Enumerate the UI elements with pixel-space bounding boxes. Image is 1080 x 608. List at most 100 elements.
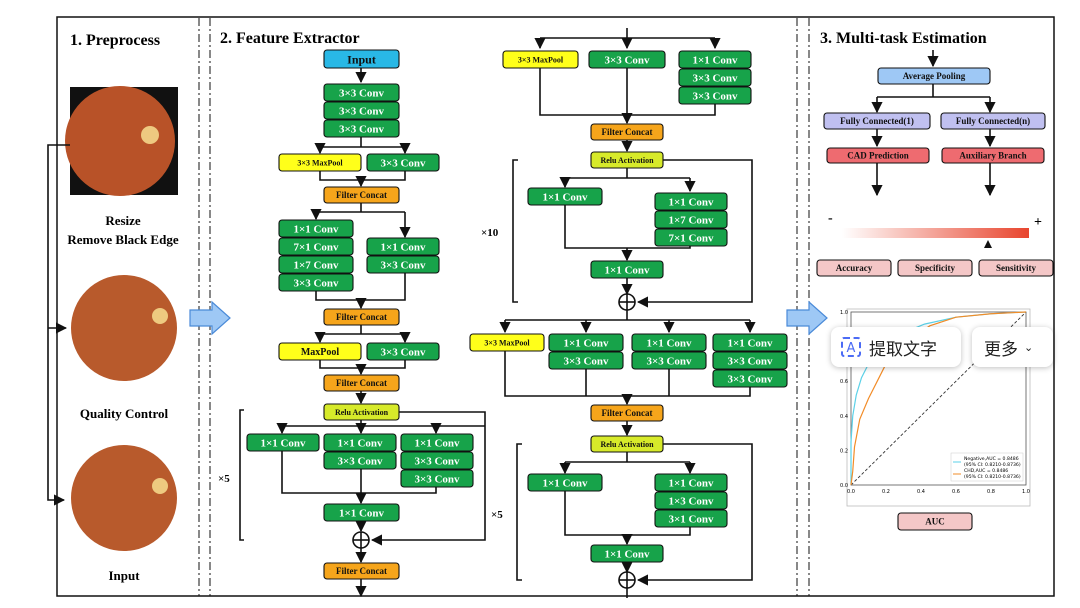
m-conv11-out-label: 1×1 Conv xyxy=(604,264,650,276)
text-extract-popup: A 提取文字 更多 ⌄ xyxy=(831,327,1053,367)
stem-conv-1 xyxy=(323,83,400,102)
c-conv11-label: 1×1 Conv xyxy=(692,54,738,66)
b1-conv33-label: 3×3 Conv xyxy=(293,277,339,289)
d-maxpool-label: 3×3 MaxPool xyxy=(484,338,530,347)
roc-ytick: 0.4 xyxy=(840,414,848,420)
d-maxpool xyxy=(469,333,545,352)
avg-pooling xyxy=(877,67,991,85)
auc-box-label: AUC xyxy=(925,517,945,527)
m-conv17 xyxy=(654,210,728,229)
m-conv71 xyxy=(654,228,728,247)
roc-ytick: 1.0 xyxy=(840,310,848,316)
metric-sensitivity xyxy=(978,259,1054,277)
section-title-multitask: 3. Multi-task Estimation xyxy=(820,30,987,47)
e-conv13-label: 1×3 Conv xyxy=(668,495,714,507)
metric-accuracy-label: Accuracy xyxy=(836,263,873,273)
chevron-down-icon: ⌄ xyxy=(1024,340,1034,354)
b1-conv17 xyxy=(278,255,354,274)
auxiliary-branch-label: Auxiliary Branch xyxy=(959,151,1026,161)
preprocess-step-input: Input xyxy=(108,568,140,583)
fcn-label: Fully Connected(n) xyxy=(956,116,1030,126)
e-conv13 xyxy=(654,491,728,510)
r3-conv11-label: 1×1 Conv xyxy=(414,437,460,449)
stem-conv-3-label: 3×3 Conv xyxy=(339,123,385,135)
metric-specificity xyxy=(897,259,973,277)
repeat-x10-label: ×10 xyxy=(481,227,499,239)
maxpool-2-label: MaxPool xyxy=(301,347,340,358)
stem-conv-1-label: 3×3 Conv xyxy=(339,87,385,99)
text-scan-icon: A xyxy=(841,337,861,357)
more-label: 更多 xyxy=(984,339,1018,360)
roc-xtick: 0.8 xyxy=(987,489,995,495)
feature-extractor-group: Input 3×3 Conv 3×3 Conv 3×3 Conv 3×3 MaxPool… xyxy=(218,28,788,598)
c-conv33b-label: 3×3 Conv xyxy=(692,72,738,84)
relu-1-label: Relu Activation xyxy=(335,408,389,417)
score-gradient-bar xyxy=(842,228,1029,238)
r3-conv33a xyxy=(400,451,474,470)
r1-conv11-label: 1×1 Conv xyxy=(260,437,306,449)
stem-maxpool-label: 3×3 MaxPool xyxy=(297,158,343,167)
preprocess-step-remove-edge: Remove Black Edge xyxy=(67,232,178,247)
b2-conv33-label: 3×3 Conv xyxy=(380,259,426,271)
conv33-2-label: 3×3 Conv xyxy=(380,346,426,358)
roc-legend-entry: Negative,AUC = 0.8486 xyxy=(964,456,1019,462)
flow-arrow-2 xyxy=(786,300,828,336)
input-box-label: Input xyxy=(347,52,376,66)
stem-conv-2 xyxy=(323,101,400,120)
d2-conv11 xyxy=(631,333,707,352)
fcn xyxy=(940,112,1046,130)
section-title-feature-extractor: 2. Feature Extractor xyxy=(220,30,360,47)
r2-conv33-label: 3×3 Conv xyxy=(337,455,383,467)
stem-conv-4-label: 3×3 Conv xyxy=(380,157,426,169)
e-conv11-label: 1×1 Conv xyxy=(542,477,588,489)
d3-conv33a-label: 3×3 Conv xyxy=(727,355,773,367)
concat-5-label: Filter Concat xyxy=(601,127,652,137)
d2-conv11-label: 1×1 Conv xyxy=(646,337,692,349)
c-conv11 xyxy=(678,50,752,69)
b2-conv11 xyxy=(366,237,440,256)
r2-conv33 xyxy=(323,451,397,470)
r3-conv11 xyxy=(400,433,474,452)
more-button[interactable]: 更多 ⌄ xyxy=(972,327,1053,367)
r2-conv11 xyxy=(323,433,397,452)
auc-box xyxy=(897,512,973,531)
metric-specificity-label: Specificity xyxy=(915,263,955,273)
roc-xtick: 0.2 xyxy=(882,489,890,495)
roc-xtick: 0.6 xyxy=(952,489,960,495)
m-conv11b-label: 1×1 Conv xyxy=(668,196,714,208)
concat-4-label: Filter Concat xyxy=(336,566,387,576)
metric-accuracy xyxy=(816,259,892,277)
roc-xtick: 1.0 xyxy=(1022,489,1030,495)
auxiliary-branch xyxy=(941,147,1045,164)
d2-conv33-label: 3×3 Conv xyxy=(646,355,692,367)
m-conv11-label: 1×1 Conv xyxy=(542,191,588,203)
cad-prediction xyxy=(826,147,930,164)
b1-conv71 xyxy=(278,237,354,256)
stem-conv-2-label: 3×3 Conv xyxy=(339,105,385,117)
r3-conv33b xyxy=(400,469,474,488)
m-conv17-label: 1×7 Conv xyxy=(668,214,714,226)
c-maxpool-label: 3×3 MaxPool xyxy=(518,55,564,64)
relu-3-label: Relu Activation xyxy=(600,440,654,449)
m-conv71-label: 7×1 Conv xyxy=(668,232,714,244)
relu-2-label: Relu Activation xyxy=(600,156,654,165)
c-conv33c-label: 3×3 Conv xyxy=(692,90,738,102)
stem-conv-4 xyxy=(366,153,440,172)
e-conv11-out-label: 1×1 Conv xyxy=(604,548,650,560)
r3-conv33a-label: 3×3 Conv xyxy=(414,455,460,467)
b1-conv17-label: 1×7 Conv xyxy=(293,259,339,271)
roc-ytick: 0.6 xyxy=(840,379,848,385)
roc-legend xyxy=(950,452,1024,482)
e-conv11b-label: 1×1 Conv xyxy=(668,477,714,489)
e-conv11b xyxy=(654,473,728,492)
b1-conv71-label: 7×1 Conv xyxy=(293,241,339,253)
b2-conv11-label: 1×1 Conv xyxy=(380,241,426,253)
roc-xtick: 0.4 xyxy=(917,489,925,495)
roc-legend-entry: (95% CI: 0.8210-0.8736) xyxy=(964,462,1021,468)
b1-conv11-label: 1×1 Conv xyxy=(293,223,339,235)
d3-conv33a xyxy=(712,351,788,370)
d3-conv11 xyxy=(712,333,788,352)
concat-3-label: Filter Concat xyxy=(336,378,387,388)
extract-text-button[interactable]: A 提取文字 xyxy=(831,327,961,367)
